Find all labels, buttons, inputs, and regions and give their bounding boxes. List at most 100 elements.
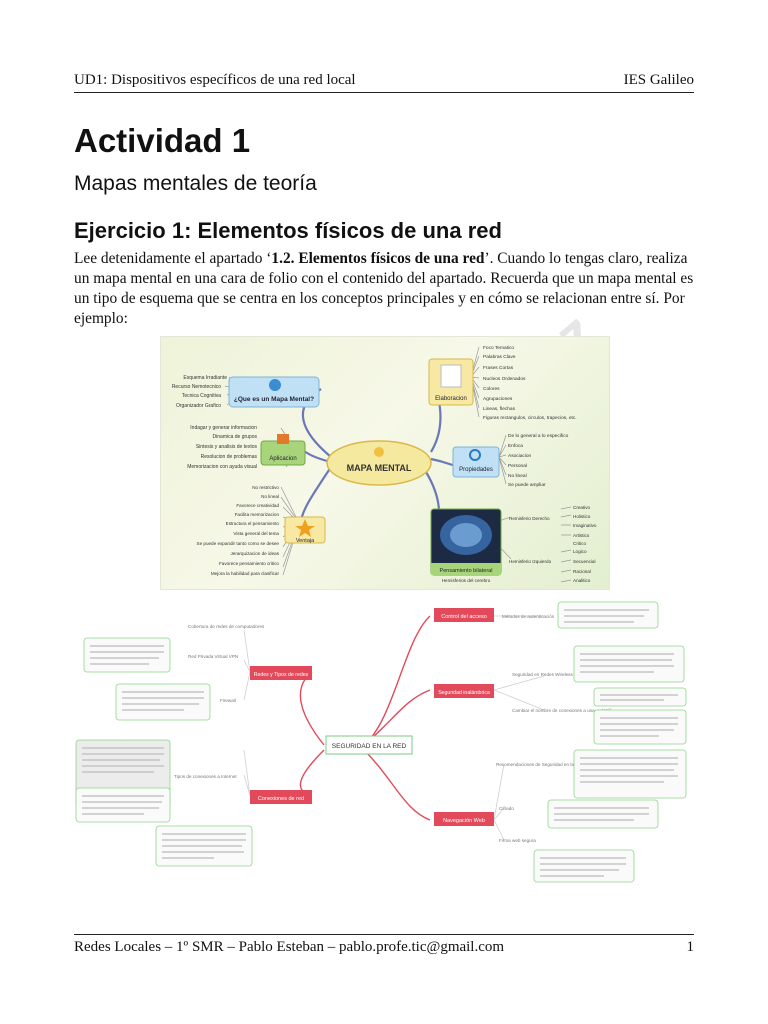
header-right-text: IES Galileo: [623, 72, 694, 88]
izquierdo-item-3: Secuencial: [573, 559, 595, 564]
ventaja-item-8: Jerarquizacion de ideas: [230, 551, 279, 556]
branch-redes-label: Redes y Tipos de redes: [254, 672, 309, 678]
note-text-placeholders: [82, 609, 678, 877]
que-es-item-3: Tecnica Cognitiva: [182, 393, 221, 399]
izquierdo-item-2: Logico: [573, 549, 587, 554]
branch-line-ventaja: [299, 466, 332, 524]
derecho-item-1: Creativo: [573, 505, 591, 510]
ventaja-item-6: Vista general del tema: [233, 531, 279, 536]
elaboracion-item-1: Foco Tematico: [483, 345, 514, 351]
izquierdo-item-4: Racional: [573, 569, 591, 574]
propiedades-node: [452, 446, 500, 478]
footer-text: Redes Locales – 1º SMR – Pablo Esteban –…: [74, 939, 505, 955]
header-left-text: UD1: Dispositivos específicos de una red…: [74, 72, 356, 88]
link-control: [363, 615, 431, 746]
izquierdo-item-1: Critico: [573, 541, 586, 546]
mindmap-center-node: [326, 440, 432, 486]
elaboracion-label: Elaboracion: [435, 396, 467, 402]
ventaja-item-1: No restrictivo: [252, 485, 279, 490]
sub-metodo: Métodos de autenticación: [502, 614, 555, 619]
paragraph-bold-ref: 1.2. Elementos físicos de una red: [271, 250, 485, 267]
ventaja-item-9: Favorece pensamiento critico: [219, 561, 279, 566]
branch-navegacion-label: Navegación Web: [443, 818, 485, 824]
branch-control-node: [434, 608, 494, 622]
ventaja-item-4: Facilita memorizacion: [235, 512, 280, 517]
que-es-item-1: Esquema Irradiante: [183, 375, 227, 381]
aplicacion-item-2: Dinamica de grupos: [213, 434, 258, 440]
derecho-item-2: Holistico: [573, 514, 591, 519]
ventaja-label: Ventaja: [296, 538, 315, 544]
sub-cifrado: Cifrado: [499, 806, 514, 811]
sub-lines-hemisferios: [560, 506, 572, 583]
izquierdo-item-5: Analitico: [573, 578, 591, 583]
elaboracion-item-5: Colores: [483, 386, 500, 392]
propiedades-item-5: No lineal: [508, 473, 527, 479]
security-center-label: SEGURIDAD EN LA RED: [332, 743, 407, 750]
elaboracion-item-6: Agrupaciones: [483, 396, 513, 402]
ventaja-item-5: Estructura el pensamiento: [226, 521, 280, 526]
sub-recomend: Recomendaciones de Seguridad en la web: [496, 762, 584, 767]
propiedades-item-3: Asociacion: [508, 453, 532, 459]
note-box-11: [75, 787, 171, 823]
note-box-3: [593, 687, 687, 707]
note-box-9: [115, 683, 211, 721]
exercise-heading: Ejercicio 1: Elementos físicos de una re…: [74, 218, 502, 243]
propiedades-item-1: De lo general a lo especifico: [508, 433, 569, 439]
sub-cobertura: Cobertura de redes de computadores: [188, 624, 265, 629]
que-es-node: [228, 376, 320, 408]
sub-firewall: Firewall: [220, 698, 236, 703]
propiedades-item-6: Se puede ampliar: [508, 482, 546, 488]
que-es-item-2: Recurso Nemotecnico: [172, 384, 221, 390]
aplicacion-item-3: Sintesis y analisis de textos: [196, 444, 258, 450]
sub-cambiar: Cambiar el nombre de conexiones a una re…: [512, 708, 612, 713]
elaboracion-item-3: Frases Cortas: [483, 365, 514, 371]
branch-conexiones-label: Conexiones de red: [258, 796, 304, 802]
sub-tipos: Tipos de conexiones a Internet: [174, 774, 237, 779]
pensamiento-bottom-label: Hemisferios del cerebro: [442, 578, 491, 583]
note-box-1: [557, 601, 659, 629]
sub-vpn: Red Privada Virtual VPN: [188, 654, 238, 659]
links-left-subs: [243, 629, 251, 797]
note-box-7: [533, 849, 635, 883]
branch-redes-node: [250, 666, 312, 680]
page-subtitle: Mapas mentales de teoría: [74, 172, 317, 195]
derecho-item-3: Imaginativo: [573, 523, 597, 528]
link-redes: [299, 671, 325, 746]
mindmap-example-image: MAPA MENTAL ¿Que es un Mapa Mental? Esqu…: [160, 336, 610, 590]
elaboracion-item-2: Palabras Clave: [483, 354, 516, 360]
brain-highlight: [450, 523, 482, 547]
ventaja-item-3: Favorece creatividad: [236, 503, 279, 508]
page-number: 1: [686, 939, 695, 955]
propiedades-label: Propiedades: [459, 467, 493, 473]
que-es-item-4: Organizador Grafico: [176, 403, 221, 409]
branch-line-propiedades: [430, 457, 454, 467]
hemisferio-derecho-label: Hemisferio Derecho: [509, 516, 550, 521]
branch-control-label: Control del acceso: [441, 614, 487, 620]
security-center-node: [325, 735, 413, 755]
sub-lines-elaboracion: [470, 346, 480, 418]
note-box-2: [573, 645, 685, 683]
mindmap-diagram: MAPA MENTAL ¿Que es un Mapa Mental? Esqu…: [172, 345, 597, 583]
aplicacion-item-1: Indagar y generar informacion: [190, 425, 257, 431]
link-conexiones: [299, 749, 325, 797]
security-mindmap-diagram: SEGURIDAD EN LA RED Control del acceso S…: [75, 601, 687, 883]
propiedades-item-2: Enfoca: [508, 443, 523, 449]
note-box-8: [83, 637, 171, 673]
hemisferio-izquierdo-label: Hemisferio Izquierdo: [509, 559, 552, 564]
branch-seguridad-node: [434, 684, 494, 698]
note-box-5: [573, 749, 687, 799]
pensamiento-label-bg: [431, 563, 501, 575]
question-icon: [269, 379, 281, 391]
sub-lines-propiedades: [498, 434, 507, 485]
paragraph-text-start: Lee detenidamente el apartado ‘: [74, 250, 272, 267]
sub-firmas: Firma web segura: [499, 838, 536, 843]
branch-conexiones-node: [250, 790, 312, 804]
ventaja-item-7: Se puede expandir tanto como se desee: [197, 541, 280, 546]
exercise-paragraph: Lee detenidamente el apartado ‘1.2. Elem…: [74, 249, 696, 329]
que-es-label: ¿Que es un Mapa Mental?: [234, 396, 314, 403]
ventaja-item-10: Mejora la habilidad para clasificar: [211, 571, 280, 576]
aplicacion-item-4: Resolucion de problemas: [201, 454, 258, 460]
branch-navegacion-node: [434, 812, 494, 826]
lightbulb-icon: [374, 447, 384, 457]
